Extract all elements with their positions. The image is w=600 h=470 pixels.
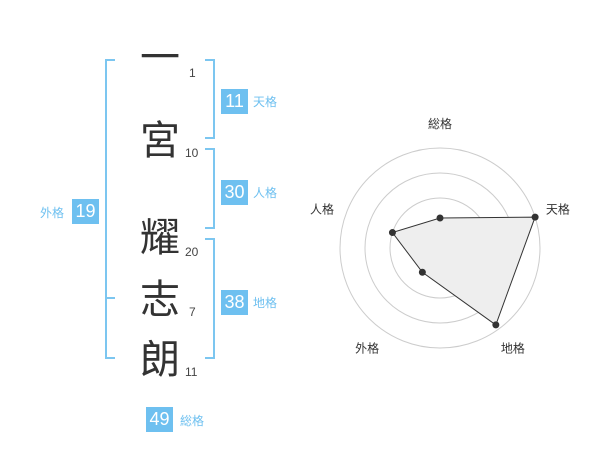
jinkaku-badge: 30	[221, 180, 248, 205]
radar-points	[388, 213, 539, 329]
gaikaku-label: 外格	[40, 206, 65, 220]
soukaku-label: 総格	[180, 414, 205, 428]
radar-axis-label-5: 人格	[310, 202, 334, 217]
jinkaku-label: 人格	[253, 186, 278, 200]
radar-axis-label-3: 地格	[501, 340, 525, 355]
chikaku-bracket	[205, 238, 215, 359]
radar-axis-label-1: 総格	[428, 116, 452, 131]
stroke-count-4: 7	[189, 305, 196, 319]
radar-polygon	[391, 216, 536, 326]
chikaku-label: 地格	[253, 296, 278, 310]
radar-point-2	[531, 213, 539, 221]
name-char-4: 志	[140, 277, 180, 323]
gaikaku-bracket	[105, 59, 115, 359]
name-char-1: 一	[140, 35, 180, 81]
name-char-5: 朗	[140, 337, 180, 383]
stroke-count-1: 1	[189, 66, 196, 80]
name-char-2: 宮	[140, 118, 180, 164]
radar-point-5	[388, 229, 396, 237]
name-char-3: 耀	[140, 215, 180, 261]
stroke-count-3: 20	[185, 245, 199, 259]
tenkaku-label: 天格	[253, 95, 278, 109]
radar-axis-label-4: 外格	[355, 340, 379, 355]
stroke-count-2: 10	[185, 146, 199, 160]
tenkaku-badge: 11	[221, 89, 248, 114]
stroke-count-5: 11	[185, 365, 198, 379]
radar-point-1	[436, 214, 444, 222]
jinkaku-bracket	[205, 148, 215, 229]
radar-axis-label-2: 天格	[546, 202, 570, 217]
radar-point-3	[492, 321, 500, 329]
tenkaku-bracket	[205, 59, 215, 139]
gaikaku-badge: 19	[72, 199, 99, 224]
radar-point-4	[418, 268, 426, 276]
radar-ring-4	[339, 147, 541, 349]
soukaku-badge: 49	[146, 407, 173, 432]
chikaku-badge: 38	[221, 290, 248, 315]
